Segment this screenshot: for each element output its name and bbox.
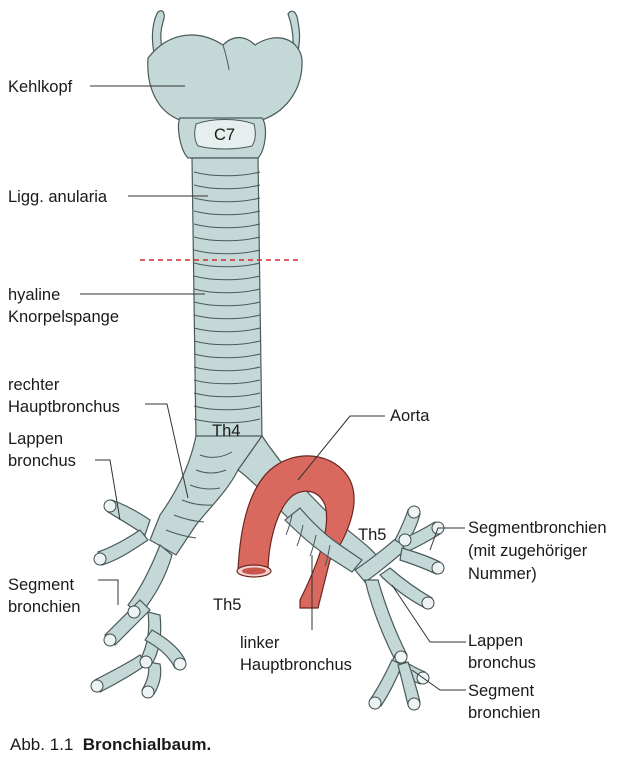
- label-segment-left-line1: Segment: [8, 576, 74, 594]
- cartilage-ring: [199, 451, 233, 458]
- label-hyaline-line2: Knorpelspange: [8, 308, 119, 326]
- label-aorta: Aorta: [390, 407, 430, 425]
- label-th4: Th4: [212, 422, 240, 440]
- label-lappen-right-line1: Lappen: [468, 632, 523, 650]
- bronchus-opening: [368, 696, 382, 710]
- cartilage-ring: [193, 405, 261, 411]
- label-c7: C7: [214, 126, 235, 144]
- label-segmentbronchien-line2: (mit zugehöriger: [468, 542, 588, 560]
- label-linker-line2: Hauptbronchus: [240, 656, 352, 674]
- cartilage-ring: [193, 353, 261, 359]
- cartilage-ring: [193, 275, 261, 281]
- cartilage-ring: [181, 499, 213, 506]
- label-hyaline-line1: hyaline: [8, 286, 60, 304]
- label-lappen-left-line2: bronchus: [8, 452, 76, 470]
- label-segment-right-line1: Segment: [468, 682, 534, 700]
- label-th5-right: Th5: [358, 526, 386, 544]
- labels: Kehlkopf C7 Ligg. anularia hyaline Knorp…: [8, 78, 607, 722]
- cartilage-ring: [193, 418, 261, 424]
- bronchus-opening: [421, 596, 435, 610]
- cartilage-ring: [173, 514, 205, 523]
- cartilage-ring: [189, 484, 221, 490]
- right-lung-branches: [94, 499, 186, 695]
- label-kehlkopf: Kehlkopf: [8, 78, 73, 96]
- bronchus-opening: [103, 633, 117, 647]
- cartilage-ring: [193, 392, 261, 398]
- bronchus-opening: [141, 685, 155, 699]
- aorta-arch: [236, 455, 355, 609]
- label-segmentbronchien-line3: Nummer): [468, 565, 537, 583]
- left-lung-branches: [354, 509, 441, 707]
- caption-title: Bronchialbaum.: [82, 735, 212, 754]
- bronchus-opening: [431, 561, 445, 575]
- label-linker-line1: linker: [240, 634, 280, 652]
- bronchus-opening: [139, 655, 153, 669]
- bronchus-opening: [103, 499, 117, 513]
- cartilage-ring: [193, 197, 261, 203]
- cartilage-ring: [193, 249, 261, 255]
- cartilage-ring: [193, 184, 261, 190]
- cartilage-ring: [193, 314, 261, 320]
- cartilage-ring: [193, 262, 261, 268]
- label-segmentbronchien-line1: Segmentbronchien: [468, 519, 607, 537]
- bronchus-opening: [90, 679, 104, 693]
- cartilage-ring: [193, 340, 261, 346]
- label-rechter-line2: Hauptbronchus: [8, 398, 120, 416]
- cartilage-ring: [193, 366, 261, 372]
- label-rechter-line1: rechter: [8, 376, 60, 394]
- cartilage-ring: [193, 223, 261, 229]
- trachea: [191, 157, 263, 441]
- label-segment-left-line2: bronchien: [8, 598, 80, 616]
- bronchus-opening: [407, 505, 421, 519]
- cartilage-ring: [193, 210, 261, 216]
- cartilage-ring: [193, 236, 261, 242]
- caption-prefix: Abb. 1.1: [10, 735, 74, 754]
- bronchus-opening: [127, 605, 141, 619]
- cartilage-ring: [193, 171, 261, 177]
- cartilage-ring: [195, 469, 227, 474]
- bronchus-opening: [173, 657, 187, 671]
- cartilage-ring: [165, 529, 197, 539]
- bronchus-opening: [93, 552, 107, 566]
- label-segment-right-line2: bronchien: [468, 704, 540, 722]
- leader-lines: [80, 85, 466, 691]
- label-ligg-anularia: Ligg. anularia: [8, 188, 108, 206]
- figure-caption: Abb. 1.1 Bronchialbaum.: [10, 735, 211, 755]
- label-lappen-left-line1: Lappen: [8, 430, 63, 448]
- label-lappen-right-line2: bronchus: [468, 654, 536, 672]
- cartilage-ring: [193, 301, 261, 307]
- left-main-bronchus-overlay: [284, 507, 363, 573]
- cartilage-ring: [193, 379, 261, 385]
- bronchus-opening: [398, 533, 412, 547]
- cartilage-ring: [193, 288, 261, 294]
- bronchus-opening: [407, 697, 421, 711]
- bronchus-opening: [394, 650, 408, 664]
- label-th5-left: Th5: [213, 596, 241, 614]
- larynx: [147, 10, 303, 159]
- cartilage-ring: [193, 327, 261, 333]
